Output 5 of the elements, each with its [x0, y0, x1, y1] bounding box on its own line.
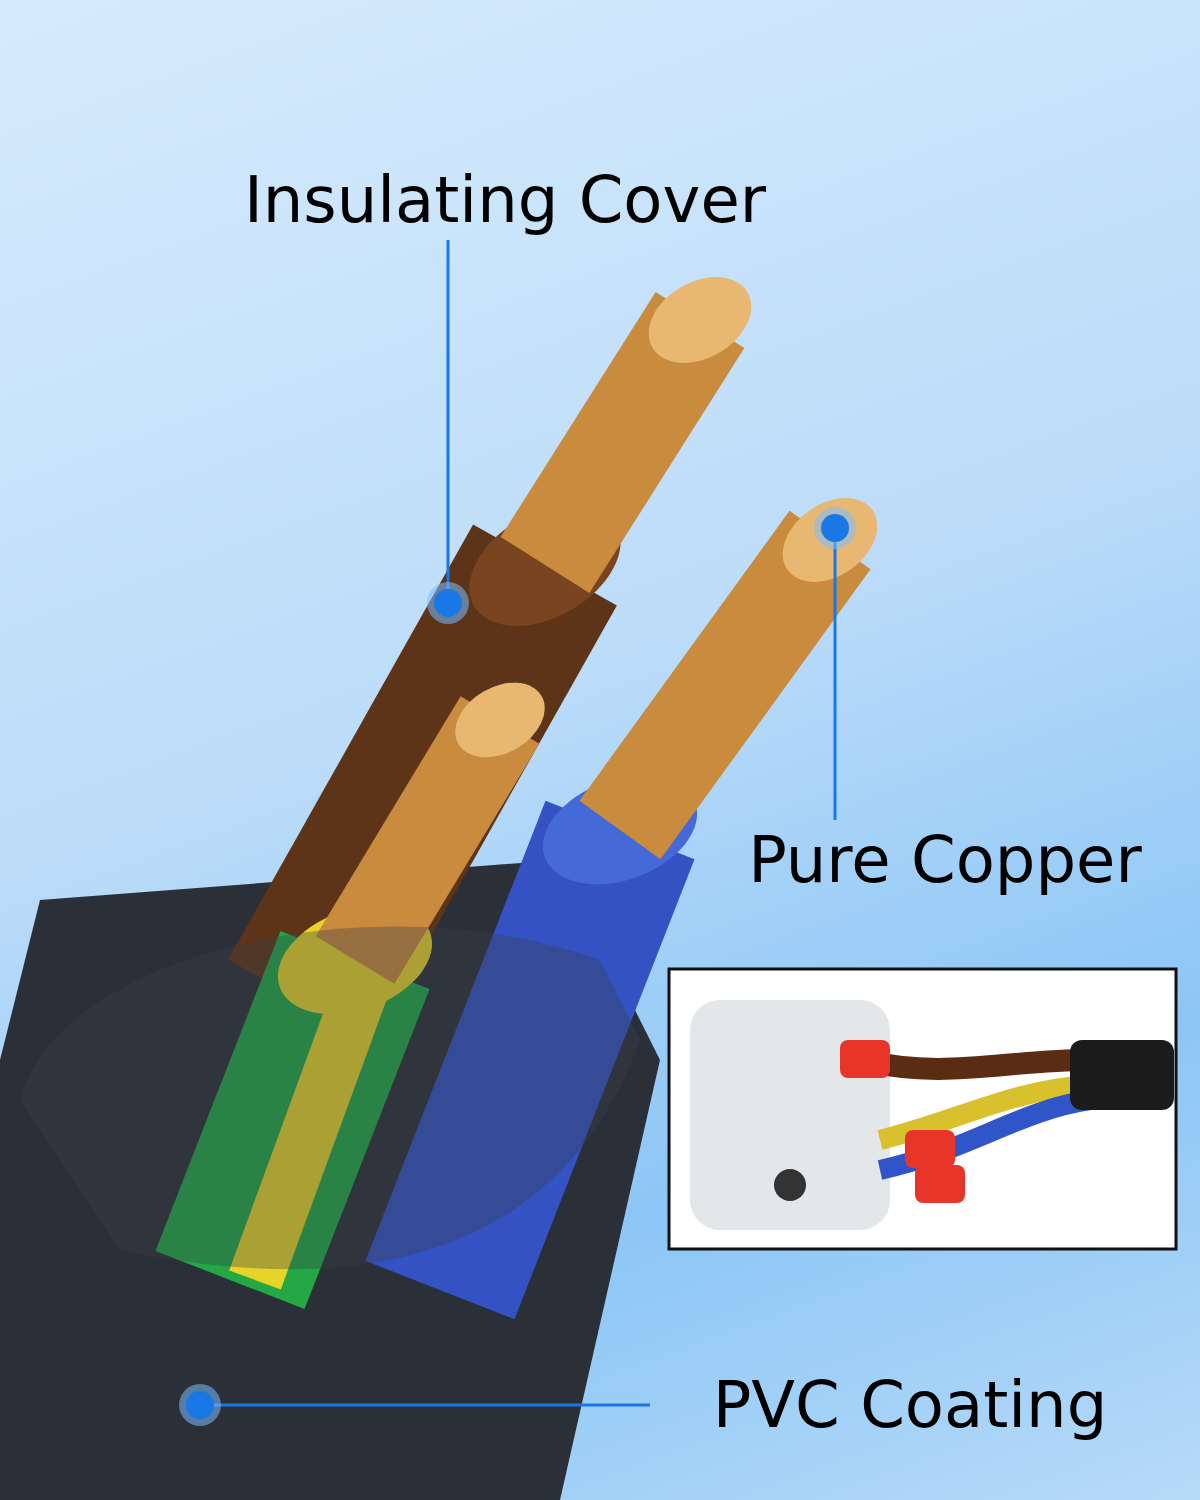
leader-line	[446, 240, 450, 589]
part-label: Insulating Cover	[243, 162, 767, 239]
part-label: PVC Coating	[712, 1367, 1108, 1444]
leader-line	[833, 542, 837, 820]
part-label: Pure Copper	[748, 822, 1142, 899]
